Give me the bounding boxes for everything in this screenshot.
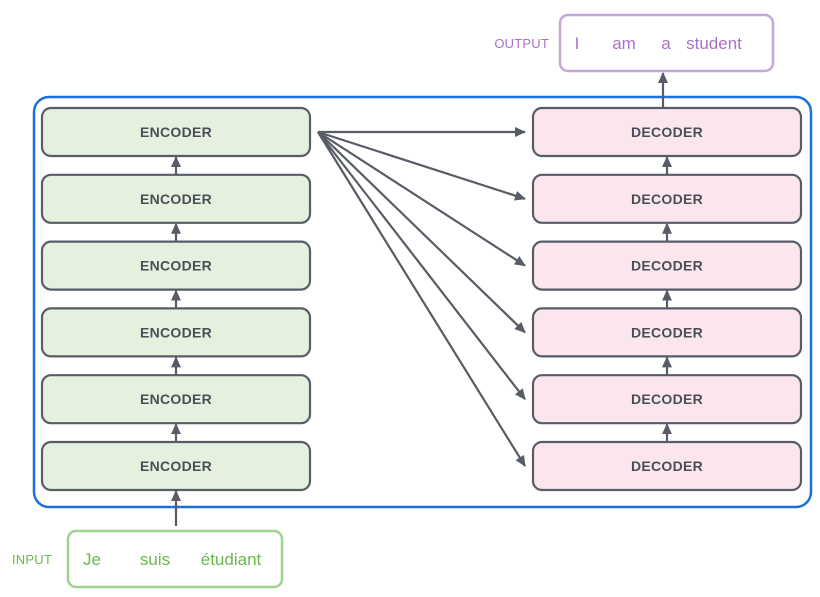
output-word: student [686, 34, 742, 53]
decoder-block-label: DECODER [631, 124, 703, 140]
encoder-block-label: ENCODER [140, 391, 212, 407]
decoder-block: DECODER [531, 440, 803, 492]
encoder-to-decoder-arrow [317, 130, 526, 201]
output-box [558, 13, 775, 73]
encoder-block: ENCODER [40, 173, 312, 224]
output-word: I [575, 34, 580, 53]
decoder-block-label: DECODER [631, 191, 703, 207]
input-word: étudiant [201, 550, 262, 569]
decoder-block-label: DECODER [631, 324, 703, 340]
encoder-to-decoder-arrow [317, 131, 526, 400]
encoder-decoder-container [32, 95, 813, 509]
output-word: am [612, 34, 636, 53]
encoder-to-decoder-arrow [317, 131, 526, 334]
encoder-block: ENCODER [40, 307, 312, 358]
decoder-block: DECODER [531, 173, 803, 224]
decoder-block-label: DECODER [631, 458, 703, 474]
decoder-block-label: DECODER [631, 258, 703, 274]
decoder-block: DECODER [531, 240, 803, 291]
encoder-block: ENCODER [40, 374, 312, 425]
input-word: Je [83, 550, 101, 569]
decoder-block: DECODER [531, 374, 803, 425]
input-label: INPUT [12, 552, 52, 567]
encoder-to-decoder-arrow [317, 131, 526, 267]
decoder-block: DECODER [531, 307, 803, 358]
encoder-block-label: ENCODER [140, 324, 212, 340]
decoder-block-label: DECODER [631, 391, 703, 407]
encoder-block: ENCODER [40, 440, 312, 492]
encoder-block: ENCODER [40, 106, 312, 158]
decoder-block: DECODER [531, 106, 803, 158]
input-word: suis [140, 550, 170, 569]
encoder-block-label: ENCODER [140, 458, 212, 474]
output-word: a [661, 34, 671, 53]
encoder-block-label: ENCODER [140, 258, 212, 274]
encoder-block-label: ENCODER [140, 191, 212, 207]
encoder-block-label: ENCODER [140, 124, 212, 140]
encoder-to-decoder-arrow [317, 131, 526, 467]
encoder-block: ENCODER [40, 240, 312, 291]
output-label: OUTPUT [494, 36, 549, 51]
input-box [66, 529, 284, 589]
